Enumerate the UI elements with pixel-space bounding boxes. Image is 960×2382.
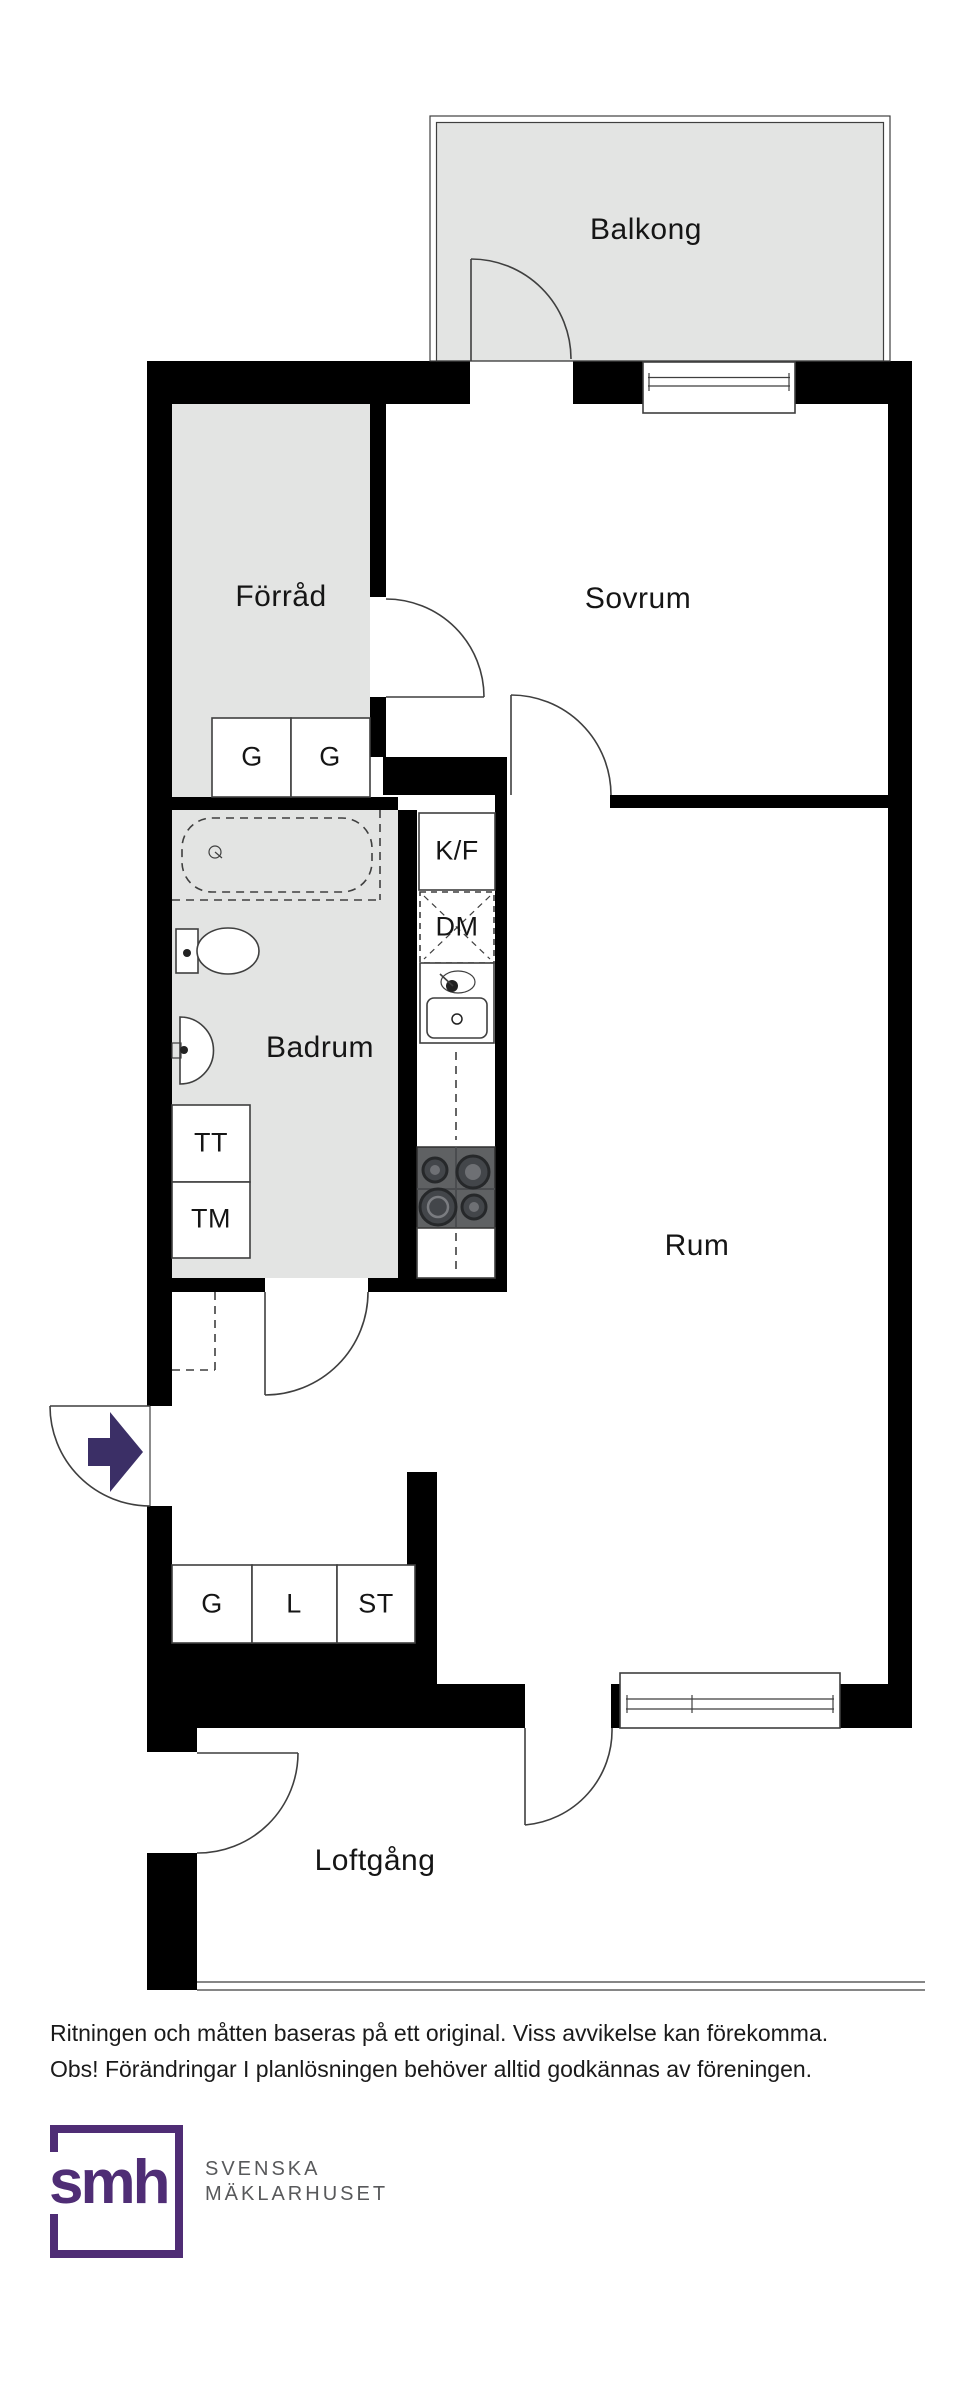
wall-bottom-left-ext — [147, 1728, 197, 1752]
wall-storage-bedroom-lower — [370, 697, 386, 757]
bedroom-door — [510, 694, 612, 796]
disclaimer-line-2: Obs! Förändringar I planlösningen behöve… — [50, 2056, 813, 2082]
label-cleaning-closet: ST — [358, 1588, 394, 1619]
wall-kitchen-right — [495, 757, 507, 1292]
wall-bottom-left-block — [147, 1643, 437, 1728]
wall-top-mid — [573, 361, 643, 404]
laundry-boxes — [171, 1104, 251, 1259]
wall-storage-bedroom-upper — [370, 404, 386, 597]
wall-bottom-1 — [437, 1684, 525, 1728]
wall-bedroom-south-pier — [383, 757, 507, 795]
walkway-edge — [197, 1981, 925, 1991]
entry-arrow-icon — [88, 1412, 143, 1492]
room-label-bathroom: Badrum — [265, 1031, 375, 1064]
storage-door — [385, 598, 485, 698]
toilet-icon — [175, 927, 260, 975]
logo-company-line2: MÄKLARHUSET — [205, 2183, 389, 2205]
balcony-door — [470, 258, 572, 361]
kitchen-cabinet — [416, 1227, 496, 1279]
wall-walkway-left — [147, 1853, 197, 1990]
label-linen-closet: L — [286, 1588, 302, 1619]
storage-wardrobes — [211, 717, 371, 798]
label-fridge-freezer: K/F — [435, 835, 479, 866]
bathtub-icon — [172, 810, 381, 901]
walkway-side-door — [196, 1728, 299, 1854]
bathroom-door — [264, 1291, 369, 1396]
wall-bathroom-south-left — [172, 1278, 265, 1292]
wall-top-left — [147, 361, 470, 404]
hall-dashed-niche — [172, 1292, 216, 1371]
bathroom-sink-icon — [171, 1016, 215, 1085]
room-label-walkway: Loftgång — [314, 1844, 436, 1877]
wall-bathroom-north — [147, 797, 398, 810]
wall-left-upper — [147, 361, 172, 1406]
label-hall-wardrobe: G — [201, 1588, 223, 1619]
wall-bottom-3 — [840, 1684, 912, 1728]
kitchen-sink-icon — [419, 962, 495, 1044]
label-wardrobe-2: G — [319, 741, 341, 772]
balcony-outline — [429, 115, 891, 362]
disclaimer-line-1: Ritningen och måtten baseras på ett orig… — [50, 2020, 829, 2046]
label-tumble-dryer: TT — [194, 1127, 228, 1158]
stove-icon — [416, 1146, 496, 1229]
fridge-freezer-box — [418, 812, 496, 891]
entry-door — [49, 1405, 151, 1507]
room-window — [619, 1672, 841, 1729]
label-wardrobe-1: G — [241, 741, 263, 772]
label-washing-machine: TM — [191, 1203, 231, 1234]
wall-bedroom-south-right — [610, 795, 888, 808]
wall-bathroom-south-right — [368, 1278, 507, 1292]
logo-company-line1: SVENSKA — [205, 2158, 321, 2180]
walkway-door — [524, 1727, 613, 1826]
label-dishwasher: DM — [435, 911, 479, 942]
room-label-bedroom: Sovrum — [584, 582, 692, 615]
room-label-storage: Förråd — [235, 580, 327, 613]
wall-bottom-2 — [611, 1684, 620, 1728]
room-label-balcony: Balkong — [590, 213, 702, 246]
room-label-room: Rum — [664, 1229, 730, 1262]
bedroom-window — [642, 361, 796, 414]
wall-right — [888, 361, 912, 1728]
wall-bathroom-kitchen — [398, 810, 417, 1278]
hall-closets — [171, 1564, 416, 1644]
smh-logo-mark: smh — [46, 2152, 170, 2214]
wall-left-lower — [147, 1506, 172, 1643]
balcony-floor — [437, 123, 883, 361]
